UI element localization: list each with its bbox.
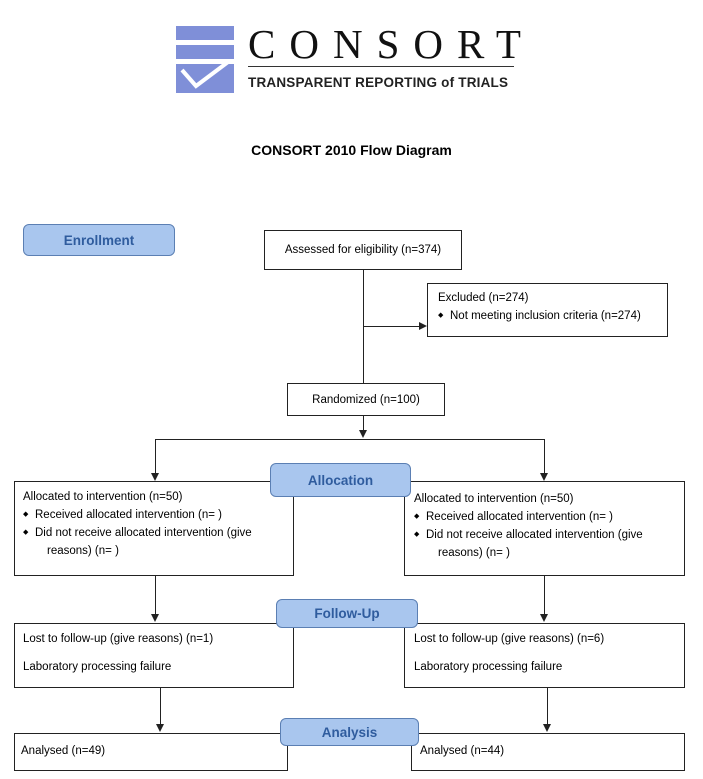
stage-enrollment: Enrollment [23, 224, 175, 256]
left-received-text: Received allocated intervention (n= ) [35, 509, 222, 521]
left-lab-failure-text: Laboratory processing failure [23, 661, 172, 673]
excluded-reason: Not meeting inclusion criteria (n=274) [450, 310, 641, 322]
connector-split-right [544, 439, 545, 473]
stage-analysis: Analysis [280, 718, 419, 746]
right-analysed-text: Analysed (n=44) [420, 745, 505, 757]
right-not-received-cont: reasons) (n= ) [438, 547, 510, 559]
left-not-received-text: Did not receive allocated intervention (… [35, 527, 252, 539]
right-followup-box: Lost to follow-up (give reasons) (n=6) L… [404, 623, 685, 688]
logo-tagline: TRANSPARENT REPORTING of TRIALS [248, 75, 509, 90]
stage-allocation: Allocation [270, 463, 411, 497]
connector-left-followup [155, 576, 156, 614]
connector-split-left [155, 439, 156, 473]
left-allocated-text: Allocated to intervention (n=50) [23, 491, 183, 503]
randomized-text: Randomized (n=100) [312, 393, 420, 406]
page-title: CONSORT 2010 Flow Diagram [251, 142, 452, 158]
assessed-box: Assessed for eligibility (n=374) [264, 230, 462, 270]
connector-left-analysis [160, 688, 161, 724]
right-allocation-box: Allocated to intervention (n=50) ◆ Receiv… [404, 481, 685, 576]
arrow-head-left-icon [151, 473, 159, 481]
bullet-icon: ◆ [414, 531, 420, 538]
left-analysis-box: Analysed (n=49) [14, 733, 288, 771]
stage-followup: Follow-Up [276, 599, 418, 628]
arrow-head-right-icon [540, 473, 548, 481]
arrow-head-left-followup-icon [151, 614, 159, 622]
left-lost-text: Lost to follow-up (give reasons) (n=1) [23, 633, 214, 645]
bullet-icon: ◆ [23, 529, 29, 536]
connector-randomized-split [363, 416, 364, 430]
bullet-icon: ◆ [438, 312, 444, 319]
right-lost-text: Lost to follow-up (give reasons) (n=6) [414, 633, 605, 645]
assessed-text: Assessed for eligibility (n=374) [284, 244, 442, 256]
arrow-head-right-followup-icon [540, 614, 548, 622]
arrow-head-excluded-icon [419, 322, 427, 330]
left-followup-box: Lost to follow-up (give reasons) (n=1) L… [14, 623, 294, 688]
bullet-icon: ◆ [23, 511, 29, 518]
connector-to-excluded [363, 326, 419, 327]
right-analysis-box: Analysed (n=44) [411, 733, 685, 771]
left-allocation-box: Allocated to intervention (n=50) ◆ Receiv… [14, 481, 294, 576]
bullet-icon: ◆ [414, 513, 420, 520]
randomized-box: Randomized (n=100) [287, 383, 445, 416]
right-allocated-text: Allocated to intervention (n=50) [414, 493, 574, 505]
excluded-title: Excluded (n=274) [438, 292, 529, 304]
connector-right-followup [544, 576, 545, 614]
left-not-received-cont: reasons) (n= ) [47, 545, 119, 557]
connector-right-analysis [547, 688, 548, 724]
right-received-text: Received allocated intervention (n= ) [426, 511, 613, 523]
arrow-head-right-analysis-icon [543, 724, 551, 732]
connector-split-horizontal [155, 439, 544, 440]
consort-logo-mark-icon [176, 26, 234, 93]
excluded-box: Excluded (n=274) ◆ Not meeting inclusion … [427, 283, 668, 337]
logo-divider [248, 66, 514, 67]
left-analysed-text: Analysed (n=49) [21, 745, 106, 757]
right-lab-failure-text: Laboratory processing failure [414, 661, 563, 673]
arrow-head-split-icon [359, 430, 367, 438]
logo-wordmark: CONSORT [248, 21, 535, 67]
arrow-head-left-analysis-icon [156, 724, 164, 732]
right-not-received-text: Did not receive allocated intervention (… [426, 529, 643, 541]
